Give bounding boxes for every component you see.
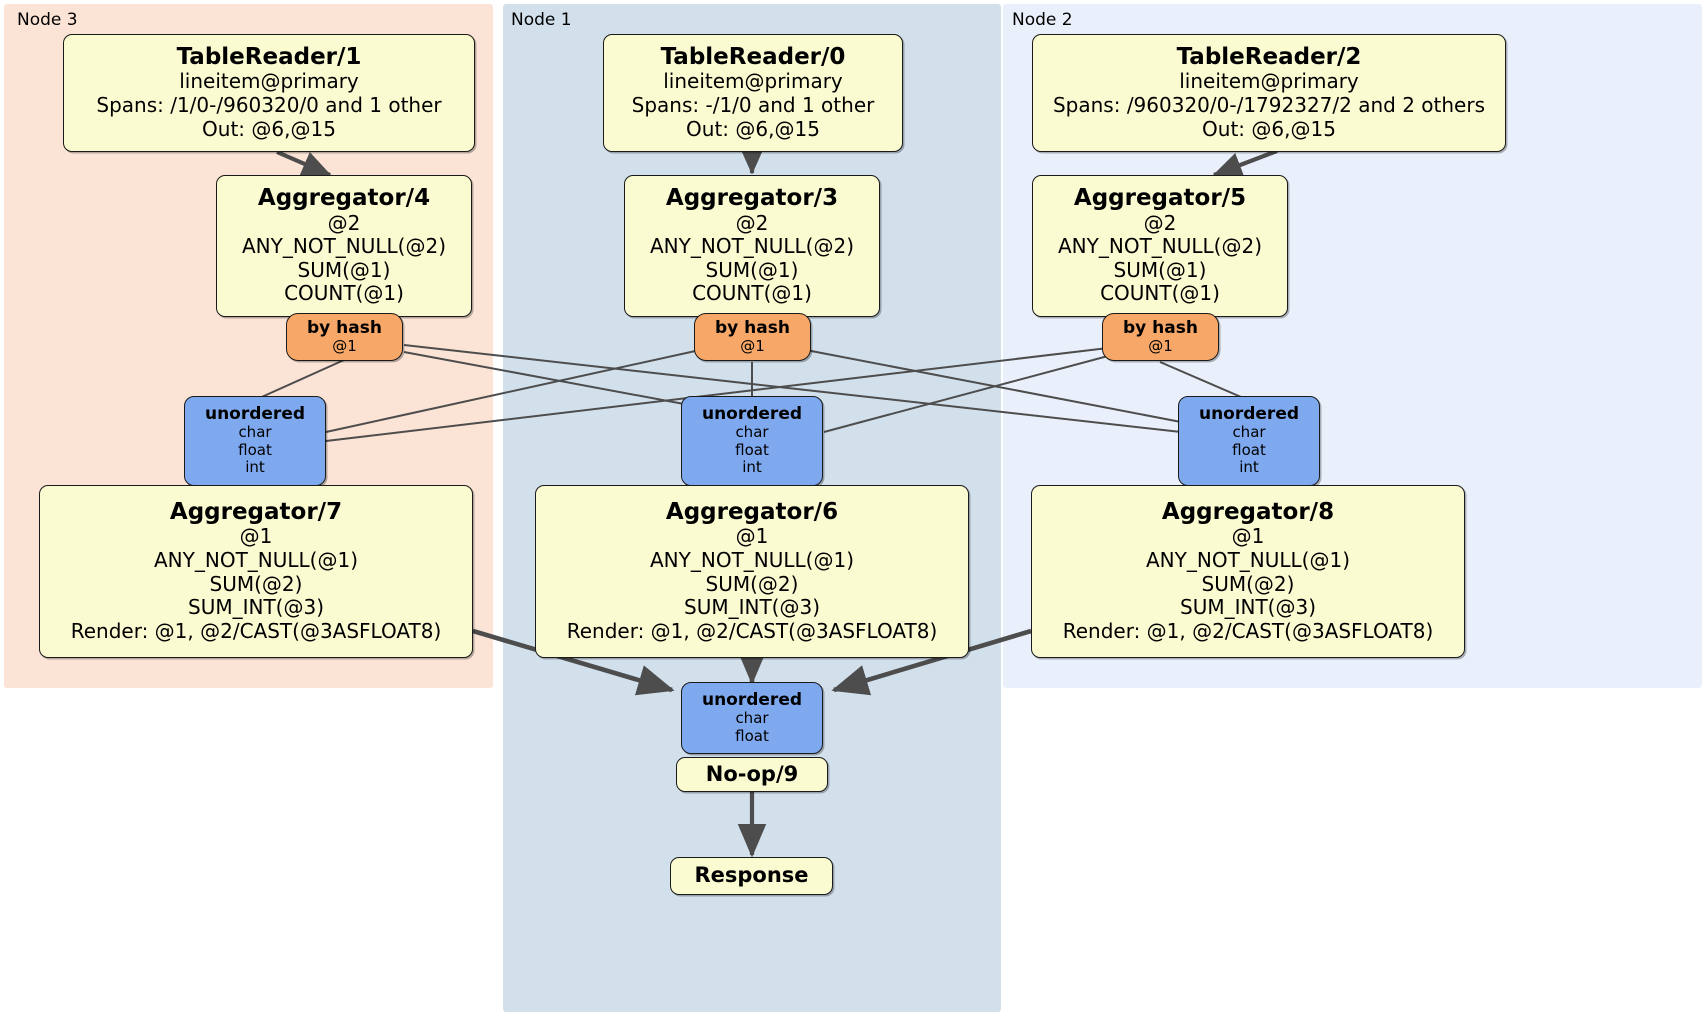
- box-title: Aggregator/7: [169, 498, 343, 525]
- stream-line: char: [238, 422, 272, 441]
- box-line: Render: @1, @2/CAST(@3ASFLOAT8): [70, 618, 442, 643]
- router-title: by hash: [715, 317, 790, 338]
- stream-unordered-node2[interactable]: unordered char float int: [1178, 396, 1320, 486]
- box-line: Out: @6,@15: [1202, 116, 1336, 141]
- box-line: Spans: /960320/0-/1792327/2 and 2 others: [1052, 93, 1485, 118]
- router-title: by hash: [307, 317, 382, 338]
- processor-aggregator-7[interactable]: Aggregator/7 @1 ANY_NOT_NULL(@1) SUM(@2)…: [39, 485, 473, 658]
- box-line: @2: [327, 210, 361, 235]
- box-line: Render: @1, @2/CAST(@3ASFLOAT8): [566, 618, 938, 643]
- box-line: lineitem@primary: [1179, 69, 1359, 94]
- box-line: Spans: /1/0-/960320/0 and 1 other: [96, 93, 442, 118]
- node-panel-label-node2: Node 2: [1012, 10, 1073, 30]
- stream-title: unordered: [1198, 403, 1300, 424]
- processor-tablereader-0[interactable]: TableReader/0 lineitem@primary Spans: -/…: [603, 34, 903, 152]
- router-line: @1: [1148, 336, 1173, 355]
- box-title: Response: [694, 863, 809, 888]
- stream-line: float: [735, 440, 769, 459]
- box-line: SUM(@2): [1201, 571, 1295, 596]
- processor-no-op-9[interactable]: No-op/9: [676, 757, 828, 792]
- box-line: ANY_NOT_NULL(@1): [650, 547, 854, 572]
- processor-aggregator-4[interactable]: Aggregator/4 @2 ANY_NOT_NULL(@2) SUM(@1)…: [216, 175, 472, 317]
- box-line: lineitem@primary: [663, 69, 843, 94]
- box-line: ANY_NOT_NULL(@2): [1058, 234, 1262, 259]
- processor-aggregator-3[interactable]: Aggregator/3 @2 ANY_NOT_NULL(@2) SUM(@1)…: [624, 175, 880, 317]
- box-line: ANY_NOT_NULL(@2): [650, 234, 854, 259]
- processor-tablereader-2[interactable]: TableReader/2 lineitem@primary Spans: /9…: [1032, 34, 1506, 152]
- box-title: Aggregator/6: [665, 498, 839, 525]
- box-title: TableReader/0: [660, 43, 846, 70]
- stream-line: float: [238, 440, 272, 459]
- router-by-hash-node1[interactable]: by hash @1: [694, 313, 811, 361]
- box-line: Out: @6,@15: [686, 116, 820, 141]
- box-line: ANY_NOT_NULL(@2): [242, 234, 446, 259]
- box-line: Spans: -/1/0 and 1 other: [631, 93, 875, 118]
- box-line: SUM_INT(@3): [684, 595, 820, 620]
- box-title: No-op/9: [705, 761, 799, 786]
- processor-aggregator-6[interactable]: Aggregator/6 @1 ANY_NOT_NULL(@1) SUM(@2)…: [535, 485, 969, 658]
- router-by-hash-node2[interactable]: by hash @1: [1102, 313, 1219, 361]
- box-line: ANY_NOT_NULL(@1): [1146, 547, 1350, 572]
- router-by-hash-node3[interactable]: by hash @1: [286, 313, 403, 361]
- stream-line: char: [735, 422, 769, 441]
- box-line: @2: [735, 210, 769, 235]
- box-line: SUM(@1): [705, 257, 799, 282]
- stream-title: unordered: [204, 403, 306, 424]
- box-title: TableReader/1: [176, 43, 362, 70]
- box-line: @1: [239, 524, 273, 549]
- stream-line: int: [1239, 458, 1259, 477]
- node-panel-label-node3: Node 3: [17, 10, 78, 30]
- box-line: SUM(@2): [705, 571, 799, 596]
- box-line: SUM(@1): [1113, 257, 1207, 282]
- stream-title: unordered: [701, 689, 803, 710]
- box-line: ANY_NOT_NULL(@1): [154, 547, 358, 572]
- box-line: Out: @6,@15: [202, 116, 336, 141]
- box-title: Aggregator/4: [257, 184, 431, 211]
- processor-aggregator-5[interactable]: Aggregator/5 @2 ANY_NOT_NULL(@2) SUM(@1)…: [1032, 175, 1288, 317]
- box-line: SUM_INT(@3): [188, 595, 324, 620]
- box-line: SUM_INT(@3): [1180, 595, 1316, 620]
- box-line: @1: [735, 524, 769, 549]
- stream-line: float: [735, 726, 769, 745]
- stream-line: int: [742, 458, 762, 477]
- stream-line: char: [1232, 422, 1266, 441]
- stream-line: float: [1232, 440, 1266, 459]
- box-title: Aggregator/5: [1073, 184, 1247, 211]
- box-title: Aggregator/3: [665, 184, 839, 211]
- box-line: SUM(@2): [209, 571, 303, 596]
- stream-line: char: [735, 708, 769, 727]
- stream-unordered-node3[interactable]: unordered char float int: [184, 396, 326, 486]
- box-title: Aggregator/8: [1161, 498, 1335, 525]
- router-title: by hash: [1123, 317, 1198, 338]
- stream-unordered-final[interactable]: unordered char float: [681, 682, 823, 754]
- box-line: Render: @1, @2/CAST(@3ASFLOAT8): [1062, 618, 1434, 643]
- node-panel-label-node1: Node 1: [511, 10, 572, 30]
- stream-title: unordered: [701, 403, 803, 424]
- box-line: COUNT(@1): [284, 281, 404, 306]
- box-line: @1: [1231, 524, 1265, 549]
- stream-line: int: [245, 458, 265, 477]
- response-node[interactable]: Response: [670, 857, 833, 895]
- router-line: @1: [332, 336, 357, 355]
- router-line: @1: [740, 336, 765, 355]
- processor-aggregator-8[interactable]: Aggregator/8 @1 ANY_NOT_NULL(@1) SUM(@2)…: [1031, 485, 1465, 658]
- box-line: SUM(@1): [297, 257, 391, 282]
- box-title: TableReader/2: [1176, 43, 1362, 70]
- box-line: COUNT(@1): [1100, 281, 1220, 306]
- processor-tablereader-1[interactable]: TableReader/1 lineitem@primary Spans: /1…: [63, 34, 475, 152]
- stream-unordered-node1[interactable]: unordered char float int: [681, 396, 823, 486]
- box-line: COUNT(@1): [692, 281, 812, 306]
- box-line: @2: [1143, 210, 1177, 235]
- box-line: lineitem@primary: [179, 69, 359, 94]
